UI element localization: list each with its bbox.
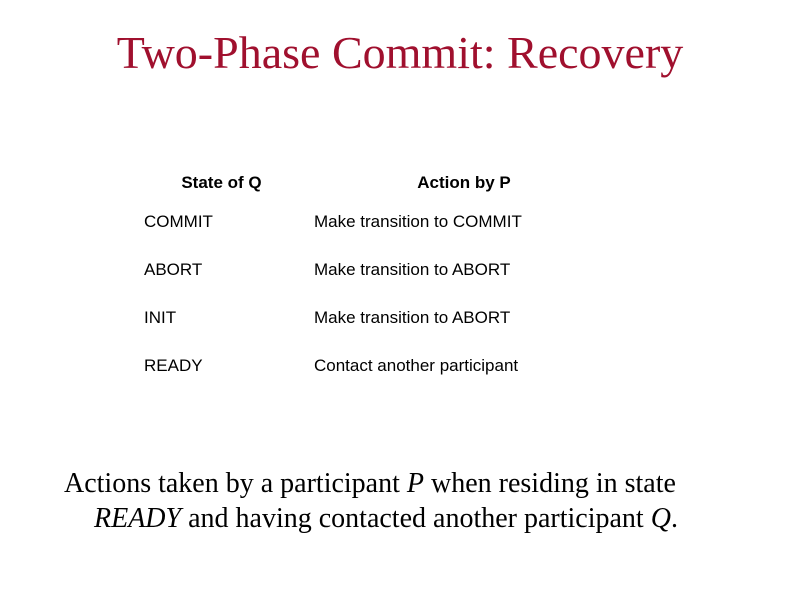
caption-text: Actions taken by a participant: [64, 468, 407, 499]
caption-var-p: P: [406, 468, 424, 499]
state-cell: READY: [144, 356, 203, 375]
state-cell: ABORT: [144, 260, 203, 279]
action-cell: Make transition to COMMIT: [314, 212, 522, 231]
caption-text: when residing in state: [424, 468, 676, 499]
column-header-state: State of Q: [181, 173, 262, 192]
table-row: READY Contact another participant: [144, 342, 594, 390]
table-header-row: State of Q Action by P: [144, 168, 594, 198]
slide-title: Two-Phase Commit: Recovery: [116, 27, 684, 78]
caption-state-ready: READY: [94, 503, 182, 534]
table-row: ABORT Make transition to ABORT: [144, 246, 594, 294]
column-header-action: Action by P: [417, 173, 511, 192]
state-cell: INIT: [144, 308, 177, 327]
table-row: INIT Make transition to ABORT: [144, 294, 594, 342]
caption-var-q: Q: [650, 503, 671, 534]
action-cell: Make transition to ABORT: [314, 260, 511, 279]
action-cell: Make transition to ABORT: [314, 308, 511, 327]
state-action-table: State of Q Action by P COMMIT Make trans…: [144, 168, 594, 390]
caption-text: .: [670, 503, 678, 534]
state-cell: COMMIT: [144, 212, 213, 231]
action-cell: Contact another participant: [314, 356, 519, 375]
caption-text: and having contacted another participant: [181, 503, 651, 534]
caption-line-2: READY and having contacted another parti…: [64, 501, 764, 536]
table-row: COMMIT Make transition to COMMIT: [144, 198, 594, 246]
slide-caption: Actions taken by a participant P when re…: [64, 466, 764, 536]
